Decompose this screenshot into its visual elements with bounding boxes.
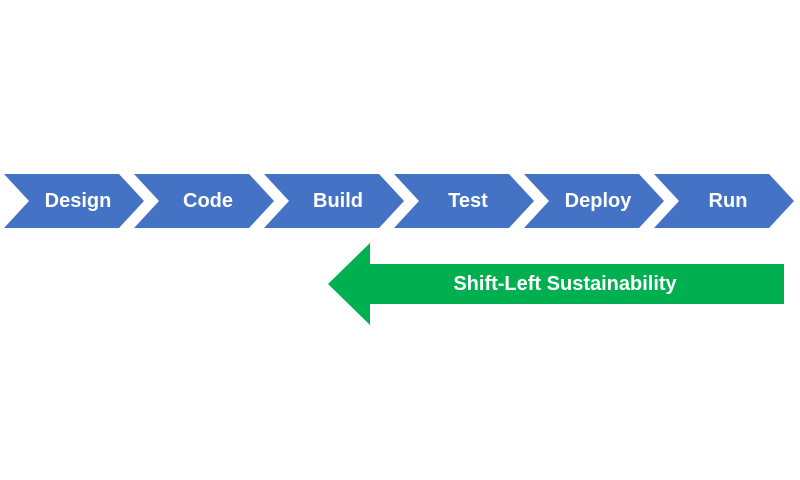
stage-test: Test bbox=[394, 174, 534, 228]
stage-label: Test bbox=[448, 189, 488, 212]
stage-label: Build bbox=[313, 189, 363, 212]
shift-left-label: Shift-Left Sustainability bbox=[453, 272, 677, 295]
stage-label: Code bbox=[183, 189, 233, 212]
stage-build: Build bbox=[264, 174, 404, 228]
stage-label: Run bbox=[708, 189, 748, 212]
stage-label: Design bbox=[44, 189, 112, 212]
stage-code: Code bbox=[134, 174, 274, 228]
stage-run: Run bbox=[654, 174, 794, 228]
stage-design: Design bbox=[4, 174, 144, 228]
stage-label: Deploy bbox=[564, 189, 632, 212]
stage-deploy: Deploy bbox=[524, 174, 664, 228]
